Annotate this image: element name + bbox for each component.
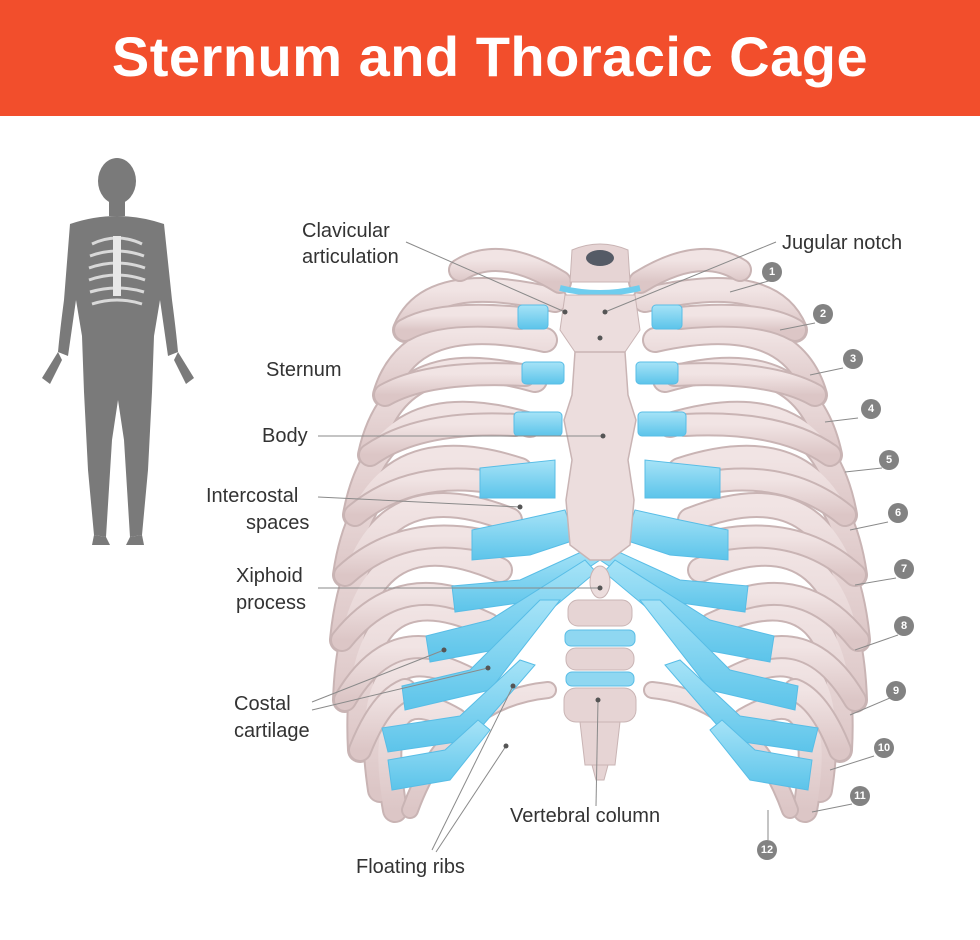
- rib-number-badge-12: 12: [757, 840, 777, 860]
- ribs: [329, 277, 871, 823]
- mini-sternum-icon: [113, 236, 121, 296]
- rib-number-badge-8: 8: [894, 616, 914, 636]
- rib-number-badge-5: 5: [879, 450, 899, 470]
- label-body: Body: [262, 425, 308, 447]
- rib-number-badge-7: 7: [894, 559, 914, 579]
- label-sternum: Sternum: [266, 359, 342, 381]
- label-intercostal-line2: spaces: [246, 512, 310, 534]
- label-costal-line1: Costal: [234, 693, 291, 715]
- rib-number-badge-11: 11: [850, 786, 870, 806]
- clavicles: [448, 248, 752, 294]
- leader-dots: [441, 309, 608, 749]
- label-costal-line2: cartilage: [234, 720, 310, 742]
- vertebral-column: [563, 599, 637, 781]
- label-vertebral-column: Vertebral column: [510, 805, 661, 827]
- title-banner: Sternum and Thoracic Cage: [0, 0, 980, 116]
- leader-lines: [311, 241, 899, 853]
- sternum-body: [563, 351, 637, 561]
- label-jugular-notch: Jugular notch: [782, 232, 903, 254]
- rib-number-badge-6: 6: [888, 503, 908, 523]
- rib-number-badge-3: 3: [843, 349, 863, 369]
- rib-number-badge-10: 10: [874, 738, 894, 758]
- label-clavicular-line2: articulation: [302, 246, 399, 268]
- rib-number-badge-4: 4: [861, 399, 881, 419]
- rib-number-badge-2: 2: [813, 304, 833, 324]
- manubrium: [559, 243, 641, 353]
- label-intercostal-line1: Intercostal: [206, 485, 299, 507]
- label-floating-ribs: Floating ribs: [356, 856, 465, 878]
- rib-number-badge-9: 9: [886, 681, 906, 701]
- label-clavicular-line1: Clavicular: [302, 220, 390, 242]
- human-silhouette-icon: [42, 158, 194, 545]
- rib-number-badge-1: 1: [762, 262, 782, 282]
- label-xiphoid-line1: Xiphoid: [236, 565, 303, 587]
- xiphoid-process: [589, 565, 611, 599]
- page-title: Sternum and Thoracic Cage: [111, 25, 869, 88]
- label-xiphoid-line2: process: [236, 592, 307, 614]
